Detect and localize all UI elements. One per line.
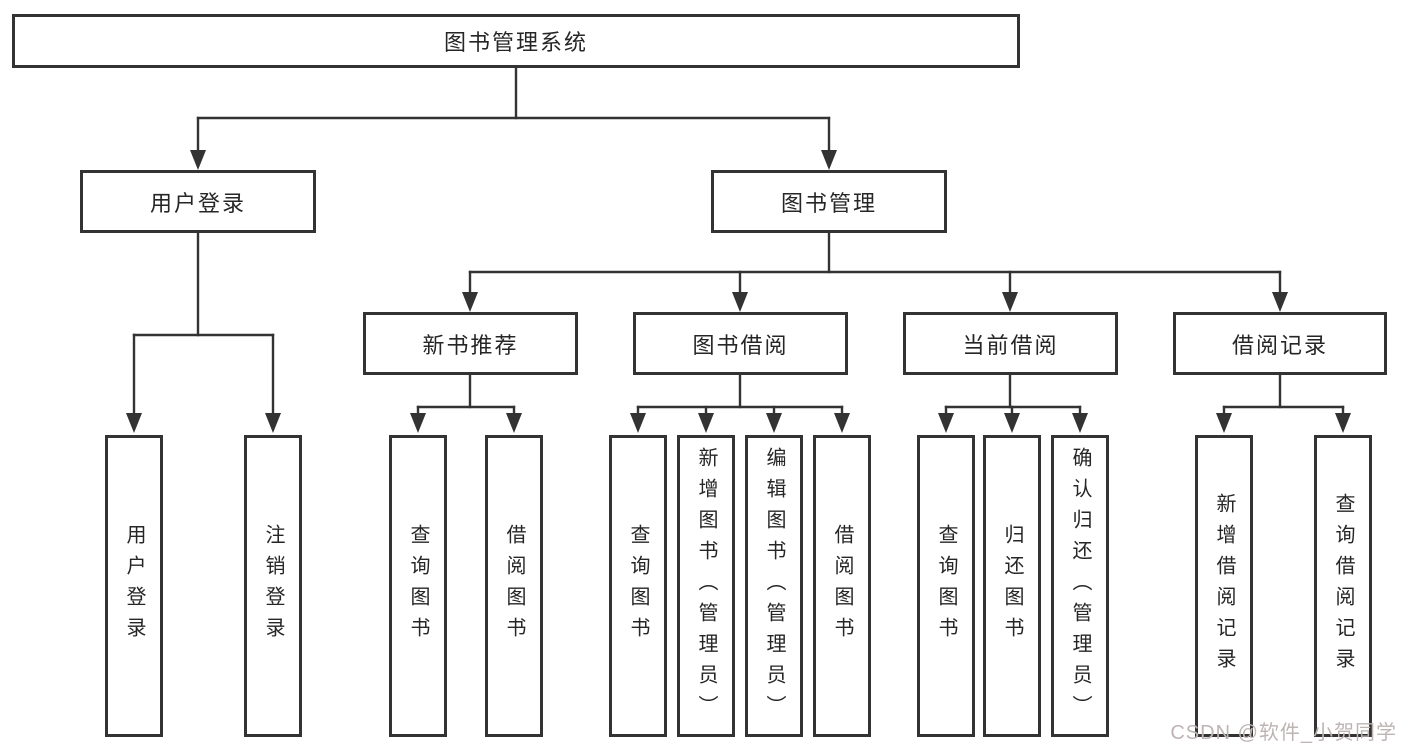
leaf-label: 新增借阅记录 [1213, 493, 1235, 679]
arrowhead-icon [821, 150, 837, 170]
arrowhead-icon [506, 413, 522, 433]
arrowhead-icon [265, 413, 281, 433]
arrowhead-icon [732, 292, 748, 312]
connector-current-borrowing-to-leaves [938, 373, 1088, 433]
arrowhead-icon [834, 413, 850, 433]
leaf-label: 查询图书 [627, 524, 649, 648]
node-label: 当前借阅 [962, 332, 1059, 358]
leaf-label: 查询图书 [407, 524, 429, 648]
leaf-label: 用户登录 [123, 524, 145, 648]
node-label: 图书借阅 [692, 332, 789, 358]
arrowhead-icon [698, 413, 714, 433]
connector-book-borrowing-to-leaves [630, 373, 850, 433]
leaf-recommend-query-books: 查询图书 [389, 435, 447, 737]
leaf-label: 确认归还（管理员） [1069, 446, 1091, 726]
arrowhead-icon [1004, 413, 1020, 433]
leaf-borrow-query-books: 查询图书 [609, 435, 667, 737]
leaf-current-confirm-return-admin: 确认归还（管理员） [1051, 435, 1109, 737]
leaf-current-query-books: 查询图书 [917, 435, 975, 737]
node-label: 用户登录 [149, 190, 246, 216]
leaf-label: 查询图书 [935, 524, 957, 648]
arrowhead-icon [410, 413, 426, 433]
connector-root-to-branches [190, 66, 837, 170]
node-label: 图书管理系统 [443, 30, 588, 55]
node-current-borrowing: 当前借阅 [903, 312, 1118, 375]
node-user-login-branch: 用户登录 [80, 170, 316, 233]
node-new-book-recommend: 新书推荐 [363, 312, 578, 375]
arrowhead-icon [938, 413, 954, 433]
connector-user-login-to-leaves [126, 231, 281, 433]
leaf-logout-login: 注销登录 [244, 435, 302, 737]
leaf-records-query-record: 查询借阅记录 [1314, 435, 1372, 737]
arrowhead-icon [766, 413, 782, 433]
node-label: 新书推荐 [422, 332, 519, 358]
leaf-label: 查询借阅记录 [1332, 493, 1354, 679]
arrowhead-icon [1335, 413, 1351, 433]
leaf-label: 归还图书 [1001, 524, 1023, 648]
leaf-recommend-borrow-books: 借阅图书 [485, 435, 543, 737]
leaf-records-add-record: 新增借阅记录 [1195, 435, 1253, 737]
leaf-current-return-books: 归还图书 [983, 435, 1041, 737]
leaf-label: 新增图书（管理员） [695, 446, 717, 726]
arrowhead-icon [1002, 292, 1018, 312]
leaf-label: 编辑图书（管理员） [763, 446, 785, 726]
arrowhead-icon [630, 413, 646, 433]
node-label: 借阅记录 [1231, 332, 1328, 358]
leaf-borrow-edit-books-admin: 编辑图书（管理员） [745, 435, 803, 737]
leaf-borrow-add-books-admin: 新增图书（管理员） [677, 435, 735, 737]
arrowhead-icon [126, 413, 142, 433]
watermark: CSDN @软件_小贺同学 [1170, 722, 1397, 744]
arrowhead-icon [190, 150, 206, 170]
node-borrowing-records: 借阅记录 [1173, 312, 1387, 375]
leaf-label: 借阅图书 [503, 524, 525, 648]
connector-new-book-recommend-to-leaves [410, 373, 522, 433]
leaf-label: 借阅图书 [831, 524, 853, 648]
leaf-user-login: 用户登录 [105, 435, 163, 737]
node-label: 图书管理 [780, 190, 877, 216]
arrowhead-icon [1072, 413, 1088, 433]
node-book-borrowing: 图书借阅 [633, 312, 848, 375]
arrowhead-icon [1216, 413, 1232, 433]
leaf-label: 注销登录 [262, 524, 284, 648]
connector-borrowing-records-to-leaves [1216, 373, 1351, 433]
node-book-management-branch: 图书管理 [711, 170, 947, 233]
node-root-library-management-system: 图书管理系统 [12, 14, 1020, 68]
leaf-borrow-borrow-books: 借阅图书 [813, 435, 871, 737]
arrowhead-icon [1272, 292, 1288, 312]
arrowhead-icon [462, 292, 478, 312]
connector-book-management-to-groups [462, 231, 1288, 312]
